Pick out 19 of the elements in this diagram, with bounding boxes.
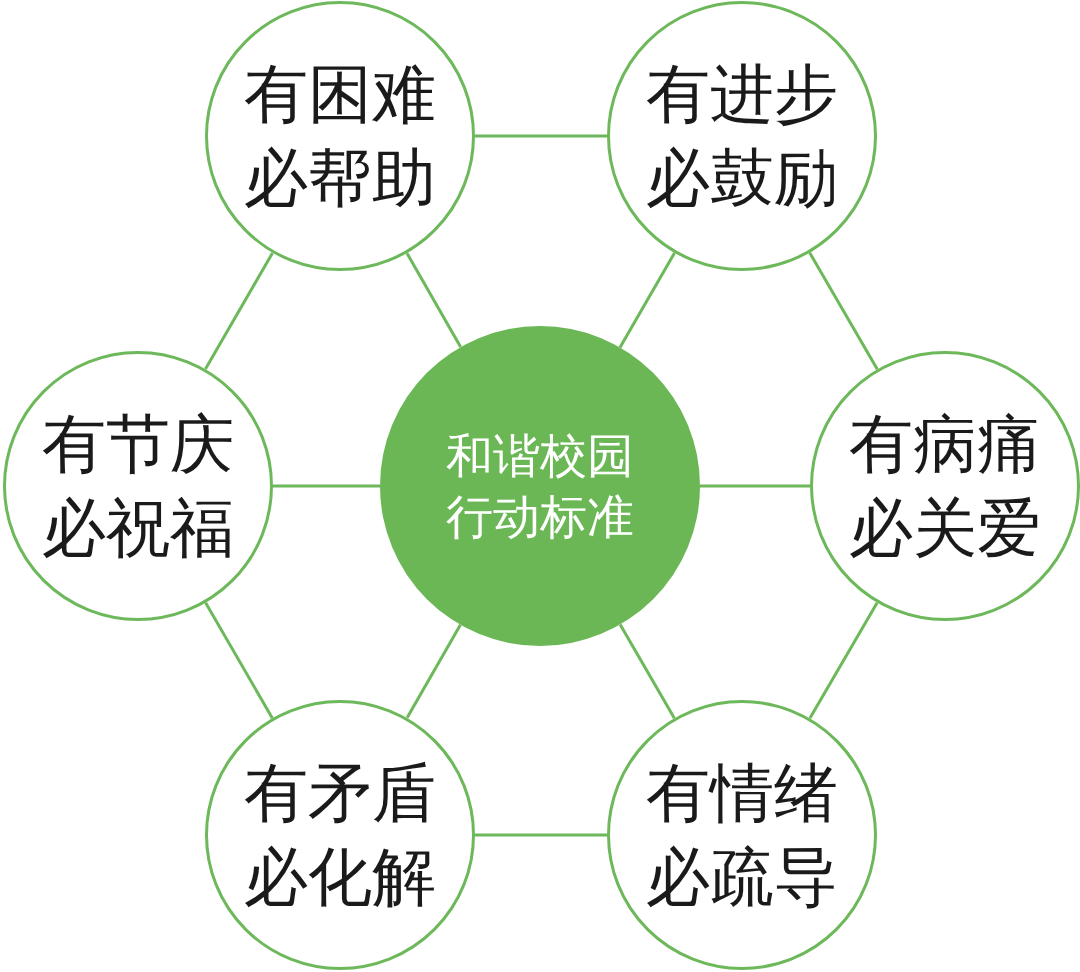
- connector-line: [475, 833, 607, 837]
- connector-line: [405, 252, 462, 348]
- connector-line: [700, 484, 810, 488]
- connector-line: [475, 134, 607, 138]
- circle-node: 有病痛必关爱: [810, 351, 1080, 621]
- connector-line: [273, 484, 380, 488]
- connector-line: [808, 601, 879, 720]
- circle-node: 有节庆必祝福: [3, 351, 273, 621]
- circle-node: 有矛盾必化解: [205, 700, 475, 970]
- connector-line: [204, 252, 274, 370]
- connector-line: [405, 624, 462, 719]
- circle-node: 有困难必帮助: [205, 1, 475, 271]
- circle-node: 有进步必鼓励: [607, 1, 877, 271]
- circle-node: 和谐校园行动标准: [380, 326, 700, 646]
- connector-line: [808, 252, 879, 370]
- circle-node: 有情绪必疏导: [607, 700, 877, 970]
- connector-line: [618, 252, 676, 349]
- connector-line: [618, 623, 676, 719]
- connector-line: [204, 602, 274, 719]
